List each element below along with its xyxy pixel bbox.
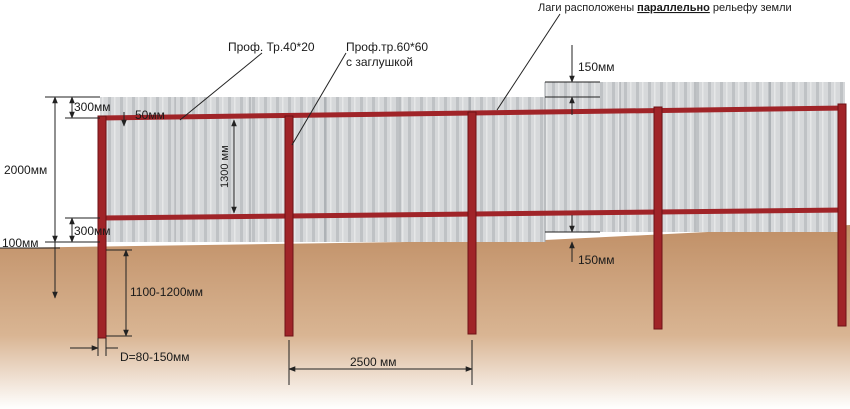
posts <box>97 103 847 339</box>
label-top-gap: 50мм <box>135 108 165 122</box>
post-3 <box>467 111 477 335</box>
label-lag-spacing: 1300 мм <box>219 145 231 188</box>
post-2 <box>284 115 294 337</box>
label-step-bottom: 150мм <box>578 253 615 267</box>
label-prof-post-1: Проф.тр.60*60 <box>346 40 428 54</box>
dimension-lines <box>0 13 600 385</box>
post-5 <box>837 103 847 327</box>
label-height-total: 2000мм <box>4 163 47 177</box>
label-top-offset: 300мм <box>74 100 111 114</box>
label-post-spacing: 2500 мм <box>350 355 397 369</box>
label-depth: 1100-1200мм <box>130 285 203 299</box>
lag-note: Лаги расположены параллельно рельефу зем… <box>538 2 792 14</box>
label-bottom-offset: 300мм <box>74 224 111 238</box>
post-4 <box>653 106 663 330</box>
ground <box>0 225 850 409</box>
label-ground-gap: 100мм <box>2 236 39 250</box>
label-prof-post-2: с заглушкой <box>346 55 413 69</box>
label-diameter: D=80-150мм <box>120 350 190 364</box>
label-prof-lag: Проф. Тр.40*20 <box>228 40 315 54</box>
post-1 <box>97 115 107 339</box>
label-step-top: 150мм <box>578 60 615 74</box>
